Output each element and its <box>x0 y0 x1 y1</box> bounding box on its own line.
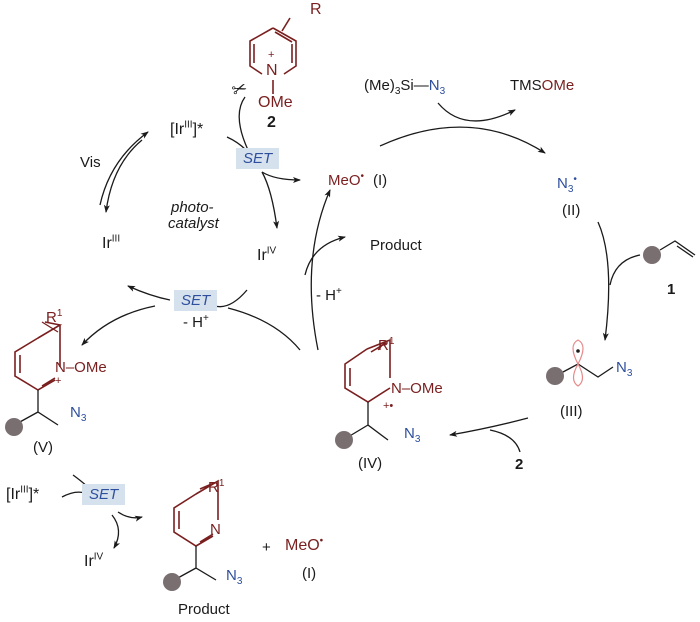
photocatalyst-label-2: catalyst <box>168 215 219 232</box>
int4-charge: +• <box>383 400 394 412</box>
int4-azide: N3 <box>404 425 421 445</box>
set-badge-bottom: SET <box>174 290 218 311</box>
reagent-2-ring <box>249 17 297 94</box>
photocatalyst-label-1: photo- <box>171 199 214 216</box>
intermediate-iv <box>335 338 391 449</box>
int5-r1: R1 <box>46 308 63 326</box>
alkene-number: 1 <box>667 281 676 298</box>
int3-id: (III) <box>560 403 583 420</box>
final-pyridine-n: N <box>210 521 221 538</box>
int5-id: (V) <box>33 439 53 456</box>
int4-id: (IV) <box>358 455 383 472</box>
reagent-2-r-label: R <box>310 1 322 18</box>
final-product-label: Product <box>178 601 230 618</box>
minus-h-bottom: - H+ <box>183 313 209 331</box>
photocatalyst-cycle-arrows <box>81 96 301 351</box>
int5-n-ome: N–OMe <box>55 359 107 376</box>
int3-azide: N3 <box>616 359 633 379</box>
final-product-structure <box>163 479 219 591</box>
tmsn3: (Me)3Si—N3 <box>364 77 446 97</box>
azide-radical: N3• <box>557 174 577 195</box>
product-label-cycle: Product <box>370 237 422 254</box>
set-badge-final: SET <box>82 484 126 505</box>
final-ir-iii-excited: [IrIII]* <box>6 484 40 503</box>
minus-h-right: - H+ <box>316 286 342 304</box>
radical-cycle-arrows <box>304 102 641 453</box>
azide-radical-id: (II) <box>562 202 581 219</box>
int5-azide: N3 <box>70 404 87 424</box>
intermediate-iii <box>546 339 614 387</box>
final-methoxy-radical: MeO• <box>285 535 324 554</box>
plus-sign: + <box>262 539 271 556</box>
ir-iii-ground: IrIII <box>102 233 121 252</box>
int5-charge: + <box>55 375 62 387</box>
visible-light-label: Vis <box>80 154 101 171</box>
intermediate-v <box>5 321 63 436</box>
ir-iv-oxidized: IrIV <box>257 245 277 264</box>
ir-iii-excited: [IrIII]* <box>170 119 204 138</box>
int4-r1: R1 <box>378 336 395 354</box>
final-methoxy-id: (I) <box>302 565 317 582</box>
final-azide: N3 <box>226 567 243 587</box>
int4-n-ome: N–OMe <box>391 380 443 397</box>
reagent-2-number: 2 <box>267 114 276 131</box>
methoxy-radical-id: (I) <box>373 172 388 189</box>
reagent-2-charge: + <box>268 49 275 61</box>
final-ir-iv: IrIV <box>84 551 104 570</box>
reagent-2-n-label: N <box>266 62 278 79</box>
methoxy-radical: MeO• <box>328 171 365 189</box>
set-badge-top: SET <box>236 148 280 169</box>
alkene-1 <box>643 240 696 264</box>
final-r1: R1 <box>208 478 225 496</box>
tmsome: TMSOMe <box>510 77 575 94</box>
reagent-2-ome: OMe <box>258 94 293 111</box>
reagent-2-number-lower: 2 <box>515 456 524 473</box>
